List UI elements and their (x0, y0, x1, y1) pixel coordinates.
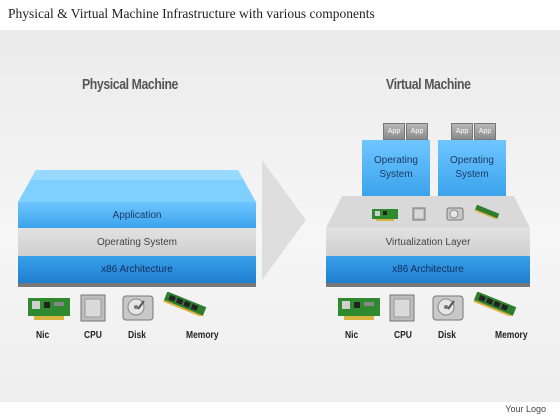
stack-shadow (326, 283, 530, 287)
nic-label: Nic (345, 330, 359, 341)
physical-machine-heading: Physical Machine (82, 76, 178, 93)
vm-os-label: Operating System (374, 155, 418, 180)
memory-icon (474, 205, 500, 219)
disk-icon (122, 295, 154, 321)
cpu-icon (389, 294, 415, 322)
operating-system-layer: Operating System (18, 228, 256, 256)
page-title: Physical & Virtual Machine Infrastructur… (8, 6, 375, 21)
nic-icon (28, 298, 70, 320)
memory-icon (473, 292, 517, 316)
cpu-label: CPU (394, 330, 412, 341)
app-chip: App (383, 123, 405, 140)
memory-label: Memory (495, 330, 528, 341)
stack-shadow (18, 283, 256, 287)
cpu-label: CPU (84, 330, 102, 341)
vm-os-label: Operating System (450, 155, 494, 180)
app-chip: App (474, 123, 496, 140)
nic-icon (372, 209, 398, 221)
disk-icon (446, 207, 464, 221)
virtualization-layer: Virtualization Layer (326, 228, 530, 256)
vm-operating-system-2: Operating System (438, 140, 506, 196)
vm-operating-system-1: Operating System (362, 140, 430, 196)
memory-icon (163, 292, 207, 316)
memory-label: Memory (186, 330, 219, 341)
disk-icon (432, 295, 464, 321)
x86-architecture-layer: x86 Architecture (326, 256, 530, 283)
x86-architecture-layer: x86 Architecture (18, 256, 256, 283)
cpu-icon (80, 294, 106, 322)
virtual-machine-heading: Virtual Machine (386, 76, 471, 93)
disk-label: Disk (438, 330, 456, 341)
nic-label: Nic (36, 330, 50, 341)
app-chip: App (451, 123, 473, 140)
application-layer-top (18, 170, 256, 202)
application-layer: Application (18, 202, 256, 228)
nic-icon (338, 298, 380, 320)
arrow-right-icon (262, 160, 306, 280)
logo-text: Your Logo (505, 404, 546, 414)
cpu-icon (412, 207, 426, 221)
app-chip: App (406, 123, 428, 140)
disk-label: Disk (128, 330, 146, 341)
